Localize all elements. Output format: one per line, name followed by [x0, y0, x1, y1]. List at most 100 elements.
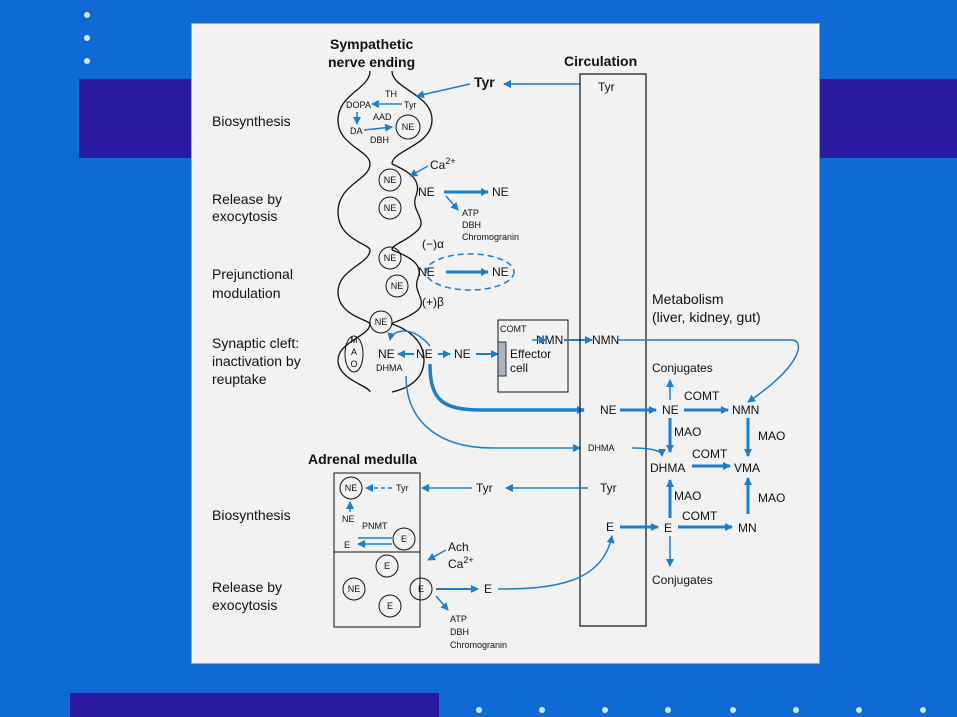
diagram-canvas: Sympathetic nerve ending Biosynthesis TH…	[212, 36, 799, 650]
tyr-inner-label: Tyr	[404, 100, 417, 110]
aad-label: AAD	[373, 112, 392, 122]
met-mn: MN	[738, 521, 757, 535]
ne-biosynthesis-label: NE	[402, 122, 415, 132]
adrenal-release-line2: exocytosis	[212, 597, 277, 613]
stage-release-line1: Release by	[212, 191, 282, 207]
met-comt3: COMT	[682, 509, 718, 523]
adrenal-e-vesicle	[392, 527, 416, 551]
adrenal-ne-mid: NE	[342, 514, 355, 524]
adrenal-ca-label: Ca2+	[448, 555, 474, 571]
adrenal-cell-box	[333, 472, 421, 628]
ne-vesicle-biosynthesis	[395, 114, 421, 140]
ne-cleft-out: NE	[454, 347, 471, 361]
conjugates-bottom: Conjugates	[652, 573, 713, 587]
bottom-band	[70, 693, 439, 717]
met-e: E	[664, 521, 672, 535]
norepinephrine-metabolism-diagram: Sympathetic nerve ending Biosynthesis TH…	[191, 23, 820, 664]
ne-prejunc-out: NE	[492, 265, 509, 279]
adrenal-biosynthesis: Biosynthesis	[212, 507, 291, 523]
ne-release-b: NE	[384, 203, 397, 213]
ne-vesicle-prejunc-a	[378, 246, 402, 270]
nerve-terminal-outline	[337, 70, 433, 393]
effector-receptor	[497, 341, 507, 377]
adrenal-tyr-inner: Tyr	[396, 483, 409, 493]
adrenal-ne-vesicle-top	[339, 476, 363, 500]
circ-e: E	[606, 520, 614, 534]
circulation-title: Circulation	[564, 53, 637, 69]
nerve-title-line1: Sympathetic	[330, 36, 413, 52]
adrenal-atp: ATP	[450, 614, 467, 624]
vesicle-reuptake-arrow	[387, 330, 431, 347]
stage-cleft-line3: reuptake	[212, 371, 267, 387]
met-ne: NE	[662, 403, 679, 417]
met-mao2: MAO	[758, 429, 785, 443]
adrenal-e-circle: E	[401, 534, 407, 544]
ne-vesicle-prejunc-b	[385, 274, 409, 298]
stage-biosynthesis: Biosynthesis	[212, 113, 291, 129]
adrenal-e-out: E	[484, 582, 492, 596]
met-mao3: MAO	[674, 489, 701, 503]
pnmt-label: PNMT	[362, 521, 388, 531]
circ-dhma: DHMA	[588, 443, 615, 453]
ne-prejunc-a: NE	[384, 253, 397, 263]
adrenal-tyr-outer: Tyr	[476, 481, 493, 495]
adrenal-chromogranin: Chromogranin	[450, 640, 507, 650]
effector-label-line2: cell	[510, 361, 528, 375]
adrenal-ne-vesicle-bottom	[342, 577, 366, 601]
e-to-circulation-arrow	[497, 535, 615, 590]
ne-vesicle-cleft	[369, 310, 393, 334]
da-to-ne-arrow	[363, 123, 393, 132]
circulation-column	[579, 73, 647, 627]
ca-label: Ca2+	[430, 156, 456, 172]
adrenal-dbh: DBH	[450, 627, 469, 637]
dhma-cleft: DHMA	[376, 363, 403, 373]
adrenal-e-vesicle-3	[378, 594, 402, 618]
circ-tyr-top: Tyr	[598, 80, 615, 94]
mao-mitochondrion	[344, 335, 364, 373]
feedback-loop	[425, 253, 515, 291]
stage-prejunctional-line2: modulation	[212, 285, 281, 301]
mao-m: M	[350, 335, 358, 345]
adrenal-e-small: E	[344, 540, 350, 550]
ne-prejunc-b: NE	[391, 281, 404, 291]
dopa-label: DOPA	[346, 100, 371, 110]
conjugates-top: Conjugates	[652, 361, 713, 375]
mao-a: A	[351, 347, 357, 357]
mao-o: O	[350, 359, 357, 369]
adrenal-e-c2: E	[418, 584, 424, 594]
adrenal-e-vesicle-2	[409, 577, 433, 601]
ach-label: Ach	[448, 540, 469, 554]
beta-receptor-label: (+)β	[422, 295, 444, 309]
adrenal-e-vesicle-1	[375, 554, 399, 578]
metabolism-title-line2: (liver, kidney, gut)	[652, 309, 761, 325]
adrenal-title: Adrenal medulla	[308, 451, 417, 467]
adrenal-ne-c: NE	[348, 584, 361, 594]
dbh-release-label: DBH	[462, 220, 481, 230]
effector-comt: COMT	[500, 324, 527, 334]
effector-label-line1: Effector	[510, 347, 551, 361]
adrenal-cotransmitter-arrow	[435, 595, 449, 611]
ca-influx-arrow	[409, 165, 429, 177]
ne-release-c: NE	[418, 185, 435, 199]
ne-cleft-vesicle: NE	[375, 317, 388, 327]
tyr-top-label: Tyr	[474, 74, 495, 90]
circ-ne: NE	[600, 403, 617, 417]
alpha-receptor-label: (−)α	[422, 237, 444, 251]
met-comt1: COMT	[684, 389, 720, 403]
adrenal-release-line1: Release by	[212, 579, 282, 595]
circ-nmn: NMN	[592, 333, 619, 347]
adrenal-e-c3: E	[387, 601, 393, 611]
met-vma: VMA	[734, 461, 760, 475]
ne-vesicle-release-a	[378, 168, 402, 192]
dhma-to-circulation-arrow	[405, 375, 581, 452]
nerve-title-line2: nerve ending	[328, 54, 415, 70]
circ-tyr-mid: Tyr	[600, 481, 617, 495]
stage-cleft-line2: inactivation by	[212, 353, 301, 369]
dbh-label: DBH	[370, 135, 389, 145]
ach-arrow	[427, 549, 447, 561]
tyr-into-neuron-arrow	[416, 83, 471, 99]
adrenal-ne-top: NE	[345, 483, 358, 493]
met-comt2: COMT	[692, 447, 728, 461]
chromogranin-label: Chromogranin	[462, 232, 519, 242]
ne-spillover-arrow	[428, 363, 585, 414]
